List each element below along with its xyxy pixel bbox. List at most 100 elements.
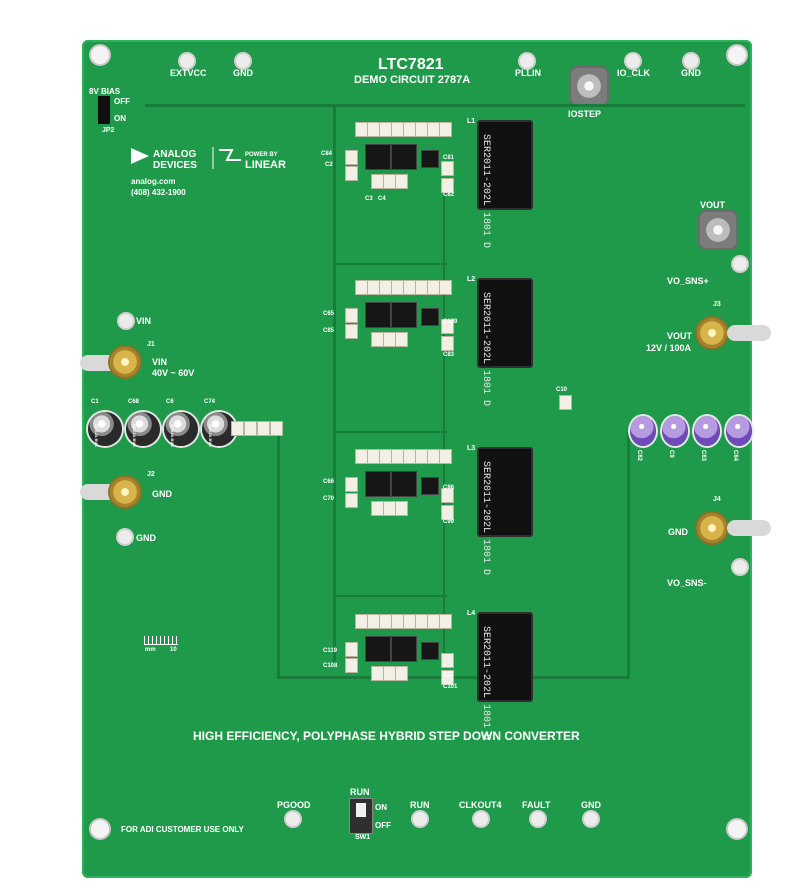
top-bus-trace (145, 104, 745, 107)
gnd-input-testpoint[interactable] (118, 530, 132, 544)
phase-2-cap-13 (395, 332, 408, 347)
input-capacitor-1 (88, 412, 122, 446)
left-vertical-trace (333, 104, 336, 666)
ruler-unit-label: mm (145, 647, 156, 653)
board-subtitle: DEMO CIRCUIT 2787A (354, 74, 471, 86)
clkout4-testpoint[interactable] (474, 812, 488, 826)
powered-by-text: POWER BY (245, 152, 278, 158)
vout-terminal[interactable] (697, 318, 727, 348)
c108-label: C108 (323, 663, 338, 669)
c70-label: C70 (323, 496, 335, 502)
mounting-hole-bottom-right (728, 820, 746, 838)
ruler-value-label: 10 (170, 647, 177, 653)
bias-jumper[interactable] (98, 96, 110, 124)
run-switch-label: RUN (350, 787, 370, 797)
c9-label: C9 (668, 450, 674, 458)
input-capacitor-1-marking: 33 K2A BVS (94, 424, 99, 447)
phase-1-mosfet-2 (391, 144, 417, 170)
gnd-top-right-testpoint[interactable] (684, 54, 698, 68)
phase-4-cap-9 (345, 642, 358, 657)
brand-line-1: ANALOG (153, 149, 197, 160)
gnd-output-lug (727, 520, 771, 536)
j1-label: J1 (147, 341, 155, 348)
pgood-testpoint[interactable] (286, 812, 300, 826)
input-cap-array-1 (231, 421, 244, 436)
iostep-bnc-connector[interactable] (571, 68, 607, 104)
gnd-input-terminal[interactable] (110, 477, 140, 507)
gnd-bottom-label: GND (581, 800, 601, 810)
phase-4-ic (421, 642, 439, 660)
gnd-output-terminal[interactable] (697, 513, 727, 543)
phase-3-mosfet-1 (365, 471, 391, 497)
c6-label: C6 (166, 399, 174, 405)
c2-label: C2 (325, 162, 333, 168)
inductor-l1-marking: SER2011-202L 1801 D (480, 134, 491, 249)
phase-2-cap-15 (441, 336, 454, 351)
fault-label: FAULT (522, 800, 551, 810)
board-title: LTC7821 (378, 56, 444, 73)
vout-rating-label: 12V / 100A (646, 343, 692, 353)
iostep-label: IOSTEP (568, 109, 602, 119)
phase-2-cap-10 (345, 324, 358, 339)
output-capacitor-4 (726, 416, 752, 446)
pllin-testpoint[interactable] (520, 54, 534, 68)
c66-label: C66 (323, 479, 335, 485)
c85-label: C85 (323, 328, 335, 334)
vin-testpoint-label: VIN (136, 316, 152, 326)
input-cap-array-4 (270, 421, 283, 436)
inductor-l3-marking: SER2011-202L 1801 D (480, 461, 491, 576)
phone-text: (408) 432-1900 (131, 188, 186, 197)
c65-label: C65 (323, 311, 335, 317)
c86-label: C86 (443, 485, 455, 491)
inductor-l3: SER2011-202L 1801 D (469, 447, 541, 575)
run-testpoint-label: RUN (410, 800, 430, 810)
vo-sns-plus-testpoint[interactable] (733, 257, 747, 271)
sw1-label: SW1 (355, 834, 371, 841)
phase-2-cap-9 (345, 308, 358, 323)
phase-1-cap-9 (345, 150, 358, 165)
vin-testpoint[interactable] (119, 314, 133, 328)
mid-horizontal-trace-1 (333, 263, 447, 265)
output-bus-trace (627, 432, 630, 679)
linear-text: LINEAR (245, 159, 286, 171)
extvcc-testpoint[interactable] (180, 54, 194, 68)
gnd-bottom-testpoint[interactable] (584, 812, 598, 826)
run-switch-knob[interactable] (356, 803, 366, 817)
phase-1-cap-13 (395, 174, 408, 189)
inductor-l2-marking: SER2011-202L 1801 D (480, 292, 491, 407)
c64-label: C64 (732, 450, 738, 462)
vout-terminal-label: VOUT (667, 331, 693, 341)
input-capacitor-3 (164, 412, 198, 446)
phase-3-cap-13 (395, 501, 408, 516)
extvcc-label: EXTVCC (170, 68, 207, 78)
phase-3-cap-14 (441, 488, 454, 503)
vout-lug (727, 325, 771, 341)
io-clk-testpoint[interactable] (626, 54, 640, 68)
phase-2-cap-14 (441, 319, 454, 334)
vo-sns-minus-testpoint[interactable] (733, 560, 747, 574)
pgood-label: PGOOD (277, 800, 311, 810)
run-on-label: ON (375, 803, 387, 812)
vin-terminal[interactable] (110, 347, 140, 377)
inductor-l2-ref: L2 (467, 276, 476, 283)
mid-horizontal-trace-2 (333, 431, 447, 433)
run-testpoint[interactable] (413, 812, 427, 826)
vo-sns-minus-label: VO_SNS- (667, 578, 707, 588)
fault-testpoint[interactable] (531, 812, 545, 826)
phase-3-cap-15 (441, 505, 454, 520)
bias-on-label: ON (114, 114, 126, 123)
gnd-input-testpoint-label: GND (136, 533, 156, 543)
output-capacitor-2 (662, 416, 688, 446)
phase-1: SER2011-202L 1801 D L1 C3 C4 C81 C82 C2 … (321, 108, 541, 248)
c62-label: C62 (636, 450, 642, 462)
inductor-l2: SER2011-202L 1801 D (469, 278, 541, 406)
run-switch[interactable] (349, 798, 373, 834)
vout-bnc-connector[interactable] (700, 212, 736, 248)
gnd-top-left-testpoint[interactable] (236, 54, 250, 68)
phase-4: SER2011-202L 1801 D L4 C119 C108 C11 C10… (323, 600, 541, 740)
phase-1-cap-15 (441, 178, 454, 193)
mounting-hole-top-left (91, 46, 109, 64)
c81-label: C81 (443, 155, 455, 161)
c99-label: C99 (443, 519, 455, 525)
output-capacitor-3 (694, 416, 720, 446)
